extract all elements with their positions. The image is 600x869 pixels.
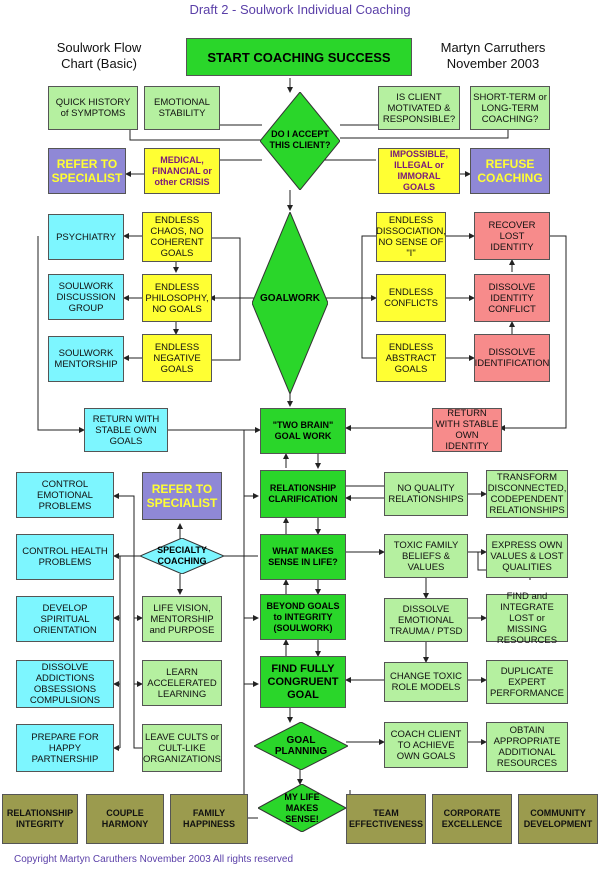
coach-client-node: COACH CLIENT TO ACHIEVE OWN GOALS: [384, 722, 468, 768]
goal-planning-diamond: [254, 722, 348, 770]
endless-negative-node: ENDLESS NEGATIVE GOALS: [142, 334, 212, 382]
specialty-coaching-label: SPECIALTY COACHING: [157, 545, 207, 566]
refer-specialist-top-node: REFER TO SPECIALIST: [48, 148, 126, 194]
change-toxic-node: CHANGE TOXIC ROLE MODELS: [384, 662, 468, 702]
refer-specialist-mid-node: REFER TO SPECIALIST: [142, 472, 222, 520]
accelerated-learning-node: LEARN ACCELERATED LEARNING: [142, 660, 222, 706]
dissolve-addictions-node: DISSOLVE ADDICTIONS OBSESSIONS COMPULSIO…: [16, 660, 114, 708]
transform-relationships-node: TRANSFORM DISCONNECTED, CODEPENDENT RELA…: [486, 470, 568, 518]
toxic-family-node: TOXIC FAMILY BELIEFS & VALUES: [384, 534, 468, 578]
control-health-node: CONTROL HEALTH PROBLEMS: [16, 534, 114, 580]
team-effectiveness-node: TEAM EFFECTIVENESS: [346, 794, 426, 844]
express-values-node: EXPRESS OWN VALUES & LOST QUALITIES: [486, 534, 568, 578]
couple-harmony-node: COUPLE HARMONY: [86, 794, 164, 844]
my-life-diamond: [258, 784, 346, 832]
endless-philosophy-node: ENDLESS PHILOSOPHY, NO GOALS: [142, 274, 212, 322]
family-happiness-node: FAMILY HAPPINESS: [170, 794, 248, 844]
beyond-goals-node: BEYOND GOALS to INTEGRITY (SOULWORK): [260, 594, 346, 640]
leave-cults-node: LEAVE CULTS or CULT-LIKE ORGANIZATIONS: [142, 724, 222, 772]
return-stable-left-node: RETURN WITH STABLE OWN GOALS: [84, 408, 168, 452]
medical-crisis-node: MEDICAL, FINANCIAL or other CRISIS: [144, 148, 220, 194]
find-integrate-node: FIND and INTEGRATE LOST or MISSING RESOU…: [486, 591, 568, 646]
recover-identity-node: RECOVER LOST IDENTITY: [474, 212, 550, 260]
goalwork-diamond: [252, 212, 328, 394]
short-long-node: SHORT-TERM or LONG-TERM COACHING?: [470, 86, 550, 130]
left-note: Soulwork Flow Chart (Basic): [56, 40, 142, 71]
corporate-excellence-node: CORPORATE EXCELLENCE: [432, 794, 512, 844]
two-brain-node: "TWO BRAIN" GOAL WORK: [260, 408, 346, 454]
endless-conflicts-node: ENDLESS CONFLICTS: [376, 274, 446, 322]
client-motivated-node: IS CLIENT MOTIVATED & RESPONSIBLE?: [378, 86, 460, 130]
dissolve-trauma-node: DISSOLVE EMOTIONAL TRAUMA / PTSD: [384, 598, 468, 642]
discussion-group-node: SOULWORK DISCUSSION GROUP: [48, 274, 124, 320]
mentorship-node: SOULWORK MENTORSHIP: [48, 336, 124, 382]
psychiatry-node: PSYCHIATRY: [48, 214, 124, 260]
life-vision-node: LIFE VISION, MENTORSHIP and PURPOSE: [142, 596, 222, 642]
spiritual-orientation-node: DEVELOP SPIRITUAL ORIENTATION: [16, 596, 114, 642]
no-quality-node: NO QUALITY RELATIONSHIPS: [384, 472, 468, 516]
endless-dissociation-node: ENDLESS DISSOCIATION, NO SENSE OF "I": [376, 212, 446, 262]
accept-client-diamond: [260, 92, 340, 190]
my-life-label: MY LIFE MAKES SENSE!: [284, 791, 320, 824]
endless-abstract-node: ENDLESS ABSTRACT GOALS: [376, 334, 446, 382]
goal-planning-label: GOAL PLANNING: [274, 735, 328, 757]
right-note: Martyn Carruthers November 2003: [440, 40, 546, 71]
relationship-clarification-node: RELATIONSHIP CLARIFICATION: [260, 470, 346, 518]
accept-client-label: DO I ACCEPT THIS CLIENT?: [269, 129, 331, 150]
community-development-node: COMMUNITY DEVELOPMENT: [518, 794, 598, 844]
dissolve-identification-node: DISSOLVE IDENTIFICATION: [474, 334, 550, 382]
control-emotional-node: CONTROL EMOTIONAL PROBLEMS: [16, 472, 114, 518]
duplicate-expert-node: DUPLICATE EXPERT PERFORMANCE: [486, 660, 568, 704]
emotional-stability-node: EMOTIONAL STABILITY: [144, 86, 220, 130]
relationship-integrity-node: RELATIONSHIP INTEGRITY: [2, 794, 78, 844]
endless-chaos-node: ENDLESS CHAOS, NO COHERENT GOALS: [142, 212, 212, 262]
goalwork-label: GOALWORK: [260, 292, 320, 304]
prepare-partnership-node: PREPARE FOR HAPPY PARTNERSHIP: [16, 724, 114, 772]
dissolve-identity-conflict-node: DISSOLVE IDENTITY CONFLICT: [474, 274, 550, 322]
what-makes-sense-node: WHAT MAKES SENSE IN LIFE?: [260, 534, 346, 580]
refuse-coaching-node: REFUSE COACHING: [470, 148, 550, 194]
return-stable-right-node: RETURN WITH STABLE OWN IDENTITY: [432, 408, 502, 452]
page-title: Draft 2 - Soulwork Individual Coaching: [189, 2, 411, 17]
quick-history-node: QUICK HISTORY of SYMPTOMS: [48, 86, 138, 130]
find-congruent-node: FIND FULLY CONGRUENT GOAL: [260, 656, 346, 708]
obtain-resources-node: OBTAIN APPROPRIATE ADDITIONAL RESOURCES: [486, 722, 568, 772]
start-coaching-node: START COACHING SUCCESS: [186, 38, 412, 76]
copyright-footer: Copyright Martyn Caruthers November 2003…: [14, 854, 294, 865]
specialty-coaching-diamond: [140, 538, 224, 574]
impossible-goals-node: IMPOSSIBLE, ILLEGAL or IMMORAL GOALS: [378, 148, 460, 194]
